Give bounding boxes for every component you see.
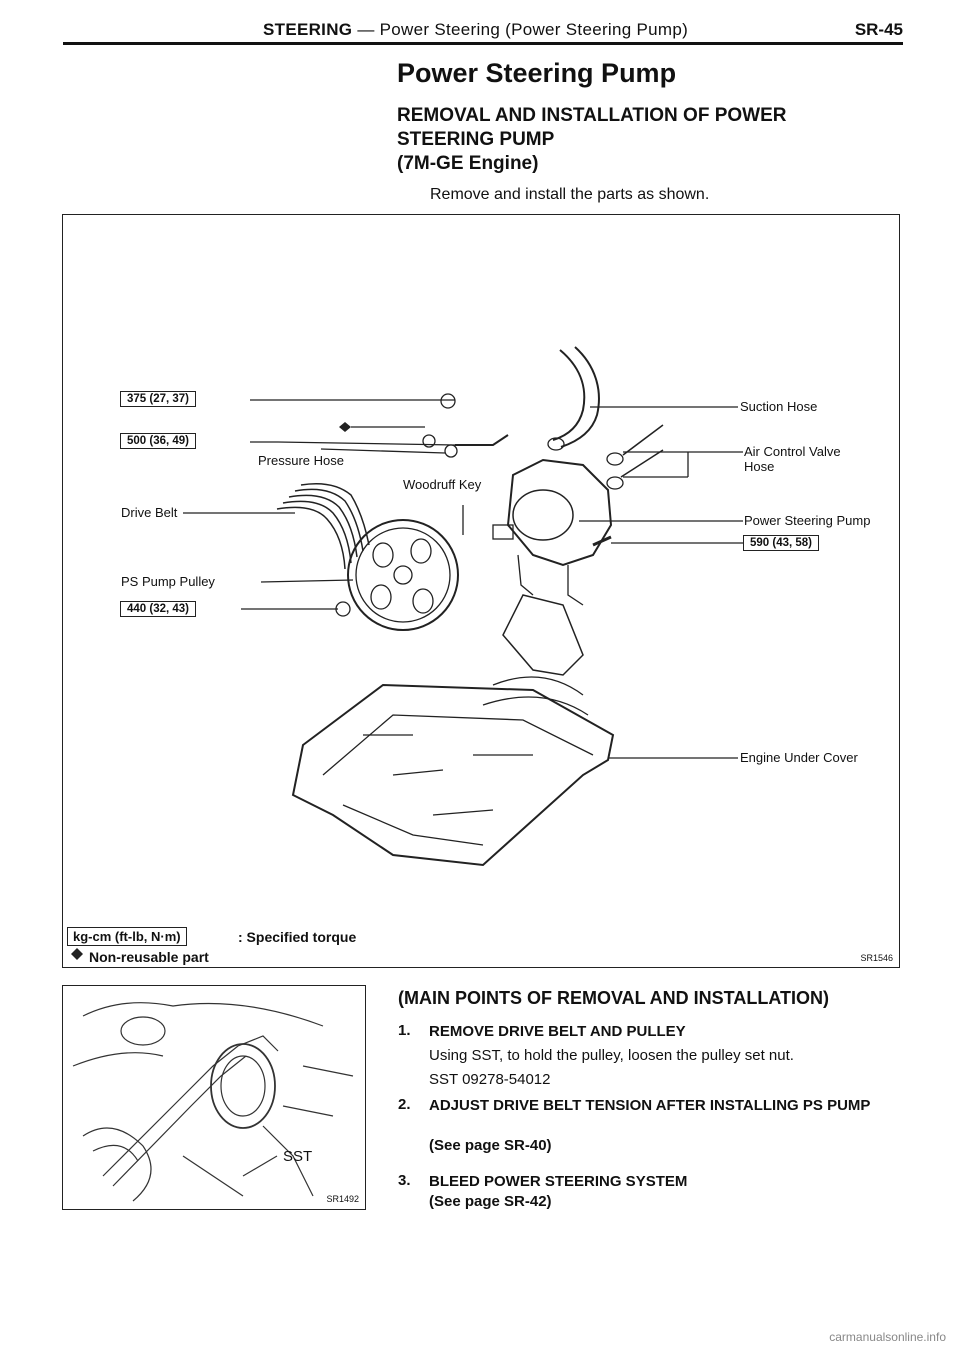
torque-375-label: 375 (27, 37): [120, 391, 197, 407]
step-number: 3.: [398, 1172, 411, 1189]
site-watermark: carmanualsonline.info: [829, 1330, 946, 1344]
step-1: 1. REMOVE DRIVE BELT AND PULLEY Using SS…: [398, 1022, 908, 1088]
procedure-title-line: REMOVAL AND INSTALLATION OF POWER: [397, 105, 787, 126]
torque-440-label: 440 (32, 43): [120, 601, 197, 617]
ps-pump-pulley-label: PS Pump Pulley: [121, 574, 215, 589]
page-number: SR-45: [854, 20, 903, 39]
exploded-view-figure: 375 (27, 37) 500 (36, 49) 440 (32, 43) 5…: [62, 214, 900, 968]
procedure-title: REMOVAL AND INSTALLATION OF POWER STEERI…: [397, 104, 877, 176]
step-body-line: Using SST, to hold the pulley, loosen th…: [429, 1047, 794, 1064]
header-rule: [63, 42, 903, 45]
section-title: STEERING — Power Steering (Power Steerin…: [263, 20, 689, 39]
figure-code: SR1546: [860, 953, 893, 963]
photo-code: SR1492: [326, 1194, 359, 1204]
exploded-view-drawing: [71, 346, 743, 960]
page-title: Power Steering Pump: [397, 58, 677, 88]
step-title: BLEED POWER STEERING SYSTEM: [429, 1173, 688, 1190]
step-number: 1.: [398, 1022, 411, 1039]
step-2: 2. ADJUST DRIVE BELT TENSION AFTER INSTA…: [398, 1096, 908, 1166]
air-control-valve-hose-label-2: Hose: [744, 459, 775, 474]
woodruff-key-label: Woodruff Key: [403, 477, 482, 492]
power-steering-pump-label: Power Steering Pump: [744, 513, 871, 528]
pressure-hose-label: Pressure Hose: [258, 453, 344, 468]
procedure-title-line: STEERING PUMP: [397, 129, 555, 150]
main-points-title: (MAIN POINTS OF REMOVAL AND INSTALLATION…: [398, 988, 829, 1008]
procedure-title-line: (7M-GE Engine): [397, 153, 539, 174]
step-3: 3. BLEED POWER STEERING SYSTEM (See page…: [398, 1172, 908, 1222]
torque-590-label: 590 (43, 58): [743, 535, 820, 551]
step-body-line: (See page SR-42): [429, 1193, 552, 1210]
step-title: ADJUST DRIVE BELT TENSION AFTER INSTALLI…: [429, 1097, 871, 1114]
suction-hose-label: Suction Hose: [740, 399, 818, 414]
non-reusable-legend: Non-reusable part: [89, 949, 209, 965]
drive-belt-label: Drive Belt: [121, 505, 178, 520]
torque-500-label: 500 (36, 49): [120, 433, 197, 449]
step-body-line: SST 09278-54012: [429, 1071, 551, 1088]
page-header: STEERING — Power Steering (Power Steerin…: [63, 18, 903, 45]
step-number: 2.: [398, 1096, 411, 1113]
sst-illustration: SST SR1492: [62, 985, 366, 1210]
step-title: REMOVE DRIVE BELT AND PULLEY: [429, 1023, 686, 1040]
sst-label: SST: [283, 1148, 313, 1165]
engine-under-cover-label: Engine Under Cover: [740, 750, 858, 765]
air-control-valve-hose-label: Air Control Valve: [744, 444, 841, 459]
sst-drawing: [72, 1002, 354, 1202]
torque-unit-box: kg-cm (ft-lb, N·m): [67, 927, 187, 946]
torque-unit-description: : Specified torque: [238, 929, 357, 945]
intro-text: Remove and install the parts as shown.: [430, 186, 710, 203]
step-body-line: (See page SR-40): [429, 1137, 552, 1154]
